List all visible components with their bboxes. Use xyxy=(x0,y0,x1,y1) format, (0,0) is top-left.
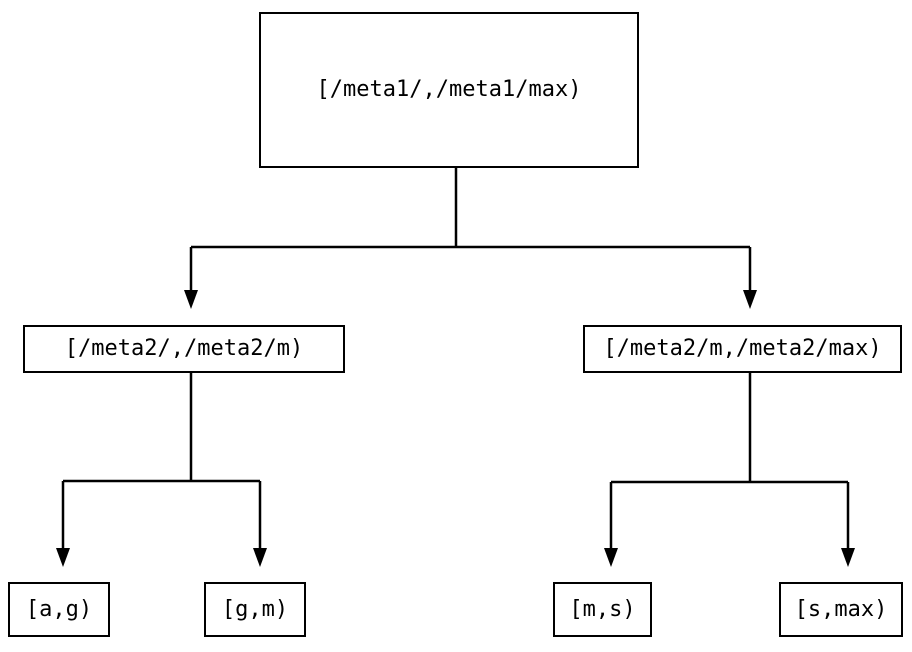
node-leaf-range: [s,max) xyxy=(779,582,903,637)
node-leaf-range: [m,s) xyxy=(553,582,652,637)
down-arrowhead-icon xyxy=(841,548,855,567)
node-label: [/meta2/m,/meta2/max) xyxy=(603,336,882,361)
node-label: [/meta2/,/meta2/m) xyxy=(64,336,304,361)
down-arrowhead-icon xyxy=(743,290,757,309)
down-arrowhead-icon xyxy=(56,548,70,567)
node-label: [/meta1/,/meta1/max) xyxy=(316,77,582,102)
node-leaf-range: [g,m) xyxy=(204,582,306,637)
down-arrowhead-icon xyxy=(253,548,267,567)
node-meta2-left-range: [/meta2/,/meta2/m) xyxy=(23,325,345,373)
down-arrowhead-icon xyxy=(184,290,198,309)
node-label: [g,m) xyxy=(221,596,289,622)
node-label: [m,s) xyxy=(569,596,636,622)
edge-root-to-children xyxy=(189,168,752,290)
node-meta2-right-range: [/meta2/m,/meta2/max) xyxy=(583,325,902,373)
node-label: [s,max) xyxy=(794,596,888,622)
node-leaf-range: [a,g) xyxy=(8,582,110,637)
node-label: [a,g) xyxy=(25,596,93,622)
down-arrowhead-icon xyxy=(604,548,618,567)
edge-right-subtree xyxy=(609,373,850,548)
edge-left-subtree xyxy=(61,373,262,548)
node-root-range: [/meta1/,/meta1/max) xyxy=(259,12,639,168)
